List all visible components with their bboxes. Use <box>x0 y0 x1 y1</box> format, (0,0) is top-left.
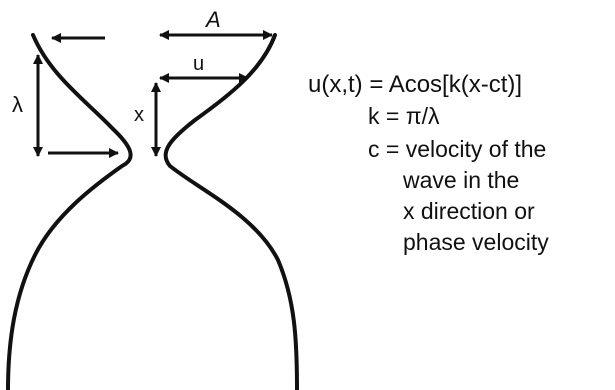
velocity-definition-line3: x direction or <box>403 198 535 224</box>
velocity-definition-line4: phase velocity <box>403 229 549 255</box>
left-profile-curve <box>6 33 133 390</box>
wave-equation: u(x,t) = Acos[k(x-ct)] <box>308 71 522 98</box>
right-profile-curve <box>163 33 299 390</box>
velocity-definition-line2: wave in the <box>402 167 519 193</box>
wavelength-label: λ <box>12 92 23 117</box>
position-label: x <box>134 104 144 126</box>
wavenumber-equation: k = π/λ <box>368 103 440 129</box>
amplitude-label: A <box>204 7 221 32</box>
displacement-label: u <box>193 53 204 75</box>
velocity-definition-line1: c = velocity of the <box>368 136 546 162</box>
